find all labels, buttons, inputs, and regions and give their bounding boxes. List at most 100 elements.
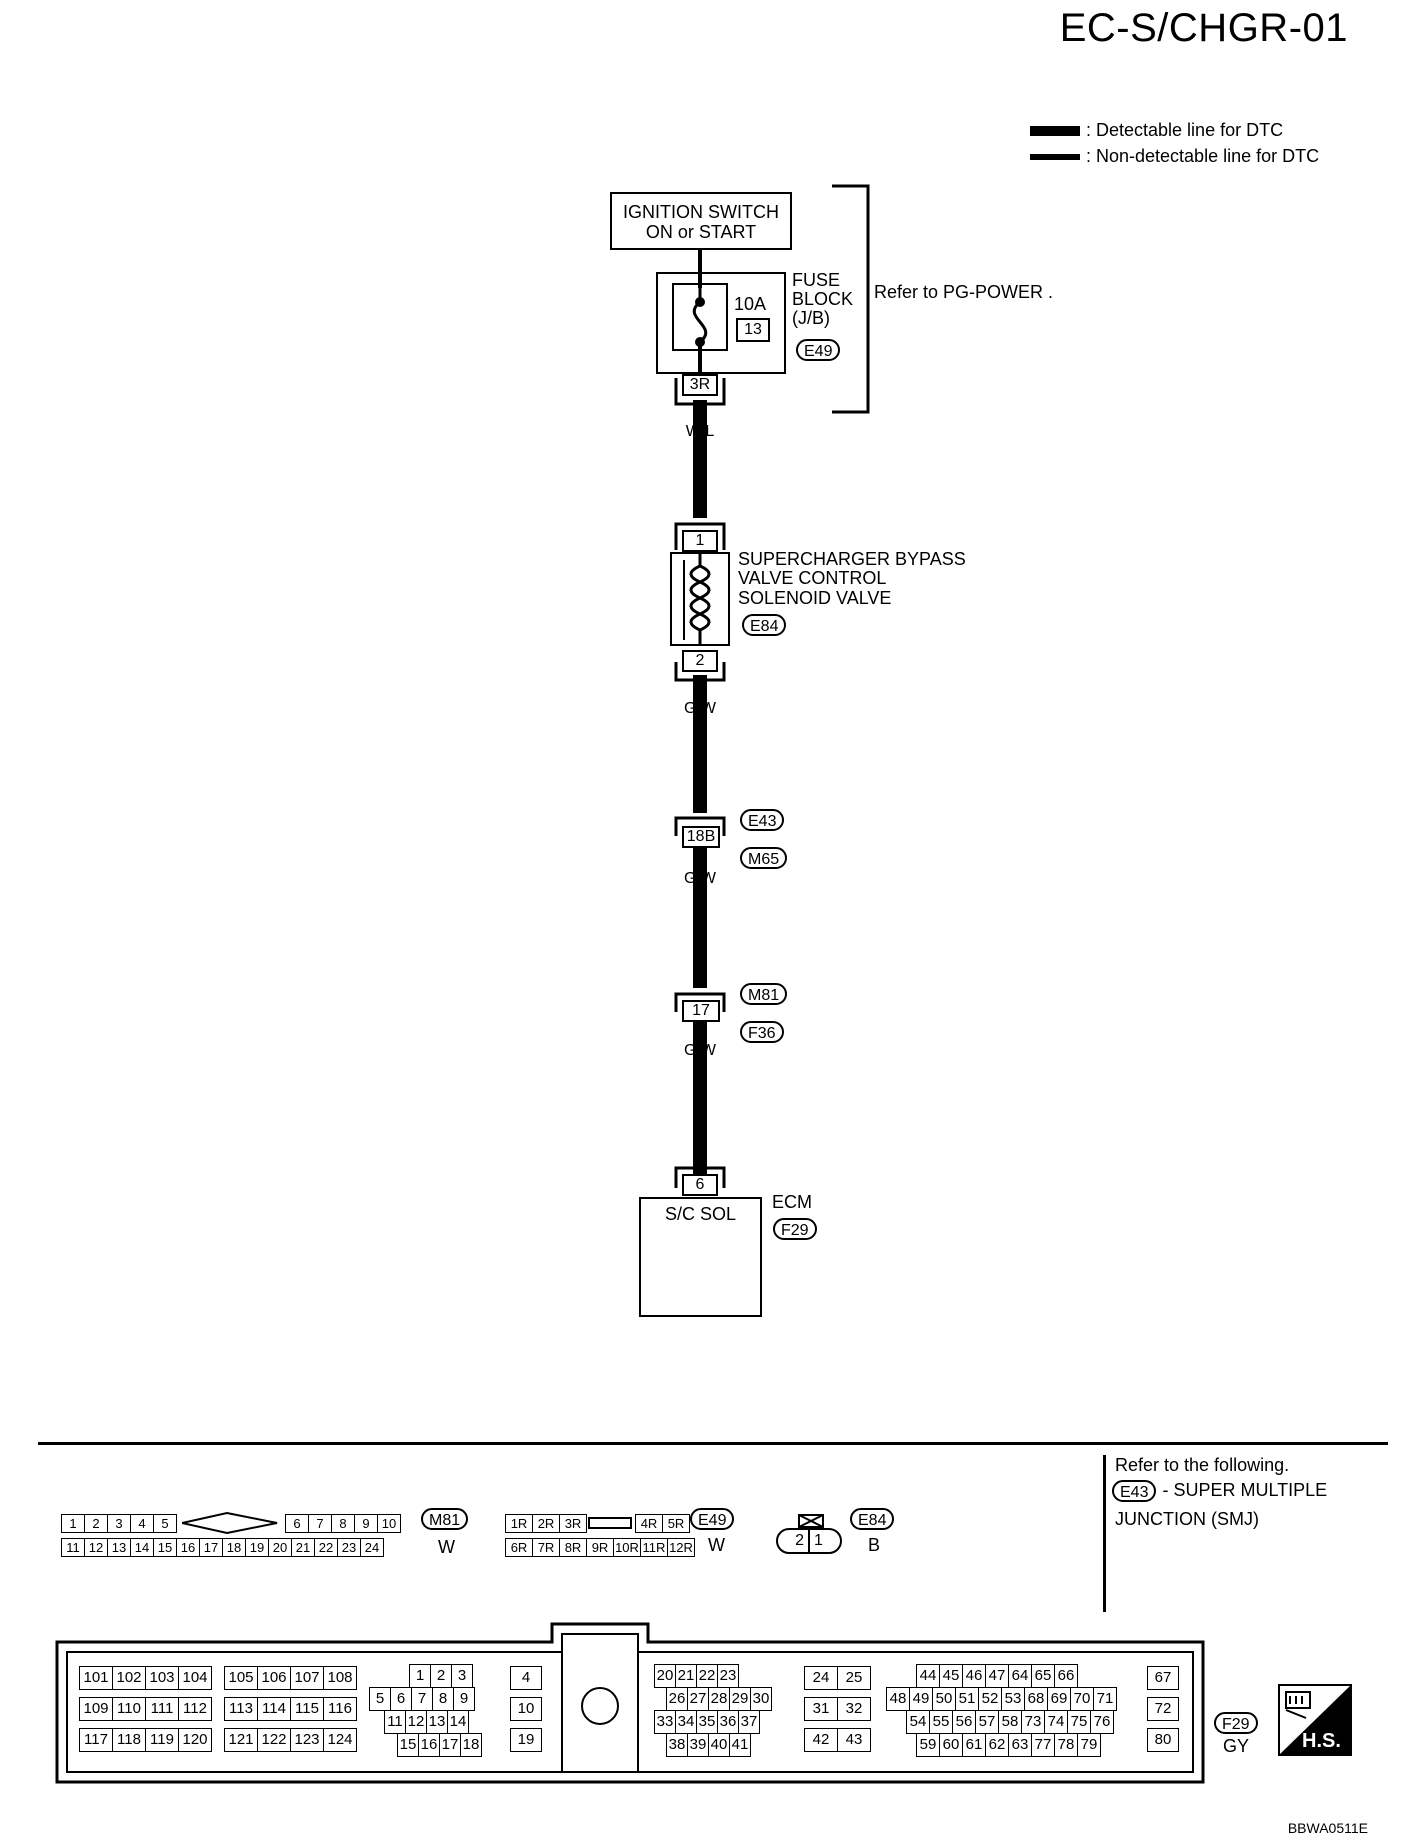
f29-pin-34: 34 — [675, 1710, 697, 1734]
e49-pin-5r: 5R — [662, 1514, 690, 1533]
fuse-block-label-3: (J/B) — [792, 308, 830, 328]
ignition-switch-box: IGNITION SWITCH ON or START — [610, 192, 792, 250]
f29-pin-122: 122 — [257, 1728, 291, 1752]
f29-pin-77: 77 — [1031, 1733, 1055, 1757]
m81-pin-7: 7 — [308, 1514, 332, 1533]
connector-badge-f36: F36 — [740, 1021, 784, 1043]
f29-pin-40: 40 — [708, 1733, 730, 1757]
m81-pin-5: 5 — [153, 1514, 177, 1533]
e49-pin-4r: 4R — [635, 1514, 663, 1533]
m81-pin-10: 10 — [377, 1514, 401, 1533]
m81-pin-1: 1 — [61, 1514, 85, 1533]
f29-pin-26: 26 — [666, 1687, 688, 1711]
ignition-switch-label-2: ON or START — [645, 222, 757, 242]
m81-key-shape — [182, 1512, 278, 1534]
m81-pin-21: 21 — [291, 1538, 315, 1557]
f29-pin-63: 63 — [1008, 1733, 1032, 1757]
f29-pin-22: 22 — [696, 1664, 718, 1688]
f29-pin-60: 60 — [939, 1733, 963, 1757]
f29-pin-67: 67 — [1147, 1666, 1179, 1690]
legend-non-detectable-label: : Non-detectable line for DTC — [1086, 146, 1320, 166]
e84-pin-1: 1 — [814, 1532, 823, 1549]
fuse-block-label-1: FUSE — [792, 270, 841, 290]
f29-pin-72: 72 — [1147, 1697, 1179, 1721]
f29-pin-70: 70 — [1070, 1687, 1094, 1711]
connector-id-m81: M81 — [421, 1508, 469, 1530]
f29-pin-21: 21 — [675, 1664, 697, 1688]
f29-pin-111: 111 — [145, 1697, 179, 1721]
e49-pin-9r: 9R — [586, 1538, 614, 1557]
f29-pin-27: 27 — [687, 1687, 709, 1711]
f29-pin-2: 2 — [430, 1664, 452, 1688]
f29-pin-55: 55 — [929, 1710, 953, 1734]
f29-pin-78: 78 — [1054, 1733, 1078, 1757]
f29-pin-102: 102 — [112, 1666, 146, 1690]
e49-pin-3r: 3R — [559, 1514, 587, 1533]
e49-pin-2r: 2R — [532, 1514, 560, 1533]
f29-pin-row: 80 — [1147, 1728, 1179, 1752]
f29-pin-19: 19 — [510, 1728, 542, 1752]
m81-pin-15: 15 — [153, 1538, 177, 1557]
f29-pin-6: 6 — [390, 1687, 412, 1711]
legend-detectable-label: : Detectable line for DTC — [1086, 120, 1284, 140]
f29-pin-12: 12 — [405, 1710, 427, 1734]
f29-pin-110: 110 — [112, 1697, 146, 1721]
reference-note-row2: E43 - SUPER MULTIPLE — [1112, 1479, 1327, 1502]
f29-pin-35: 35 — [696, 1710, 718, 1734]
f29-pin-56: 56 — [952, 1710, 976, 1734]
solenoid-label-2: VALVE CONTROL — [738, 568, 887, 588]
e49-key-slot — [588, 1517, 632, 1529]
connector-badge-m65: M65 — [740, 847, 788, 869]
hs-harness-side-icon — [1278, 1684, 1352, 1756]
m81-pin-22: 22 — [314, 1538, 338, 1557]
f29-pin-61: 61 — [962, 1733, 986, 1757]
f29-pin-121: 121 — [224, 1728, 258, 1752]
legend-thick-line-swatch — [1030, 125, 1080, 136]
pin-3r: 3R — [682, 374, 718, 396]
f29-pin-10: 10 — [510, 1697, 542, 1721]
joint-pin-17: 17 — [682, 1000, 720, 1022]
f29-pin-80: 80 — [1147, 1728, 1179, 1752]
legend-non-detectable: : Non-detectable line for DTC — [1030, 146, 1319, 167]
f29-pin-68: 68 — [1024, 1687, 1048, 1711]
reference-note-line3: JUNCTION (SMJ) — [1115, 1509, 1259, 1529]
f29-pin-20: 20 — [654, 1664, 676, 1688]
f29-pin-36: 36 — [717, 1710, 739, 1734]
f29-pin-79: 79 — [1077, 1733, 1101, 1757]
f29-pin-104: 104 — [178, 1666, 212, 1690]
f29-pin-71: 71 — [1093, 1687, 1117, 1711]
f29-pin-row: 72 — [1147, 1697, 1179, 1721]
f29-pin-15: 15 — [397, 1733, 419, 1757]
hs-badge-label: H.S. — [1302, 1730, 1341, 1752]
f29-pin-row: 67 — [1147, 1666, 1179, 1690]
f29-pin-38: 38 — [666, 1733, 688, 1757]
legend-detectable: : Detectable line for DTC — [1030, 120, 1283, 141]
f29-pin-row: 10 — [510, 1697, 542, 1721]
m81-pin-3: 3 — [107, 1514, 131, 1533]
m81-pin-24: 24 — [360, 1538, 384, 1557]
f29-pin-103: 103 — [145, 1666, 179, 1690]
f29-pin-119: 119 — [145, 1728, 179, 1752]
e49-pin-10r: 10R — [613, 1538, 641, 1557]
f29-pin-1: 1 — [409, 1664, 431, 1688]
solenoid-pin-2: 2 — [682, 650, 718, 672]
f29-pin-43: 43 — [837, 1728, 871, 1752]
f29-pin-30: 30 — [750, 1687, 772, 1711]
f29-pin-116: 116 — [323, 1697, 357, 1721]
fuse-rating: 10A — [734, 294, 767, 314]
m81-pin-2: 2 — [84, 1514, 108, 1533]
joint-pin-18b: 18B — [682, 826, 720, 848]
f29-pin-64: 64 — [1008, 1664, 1032, 1688]
